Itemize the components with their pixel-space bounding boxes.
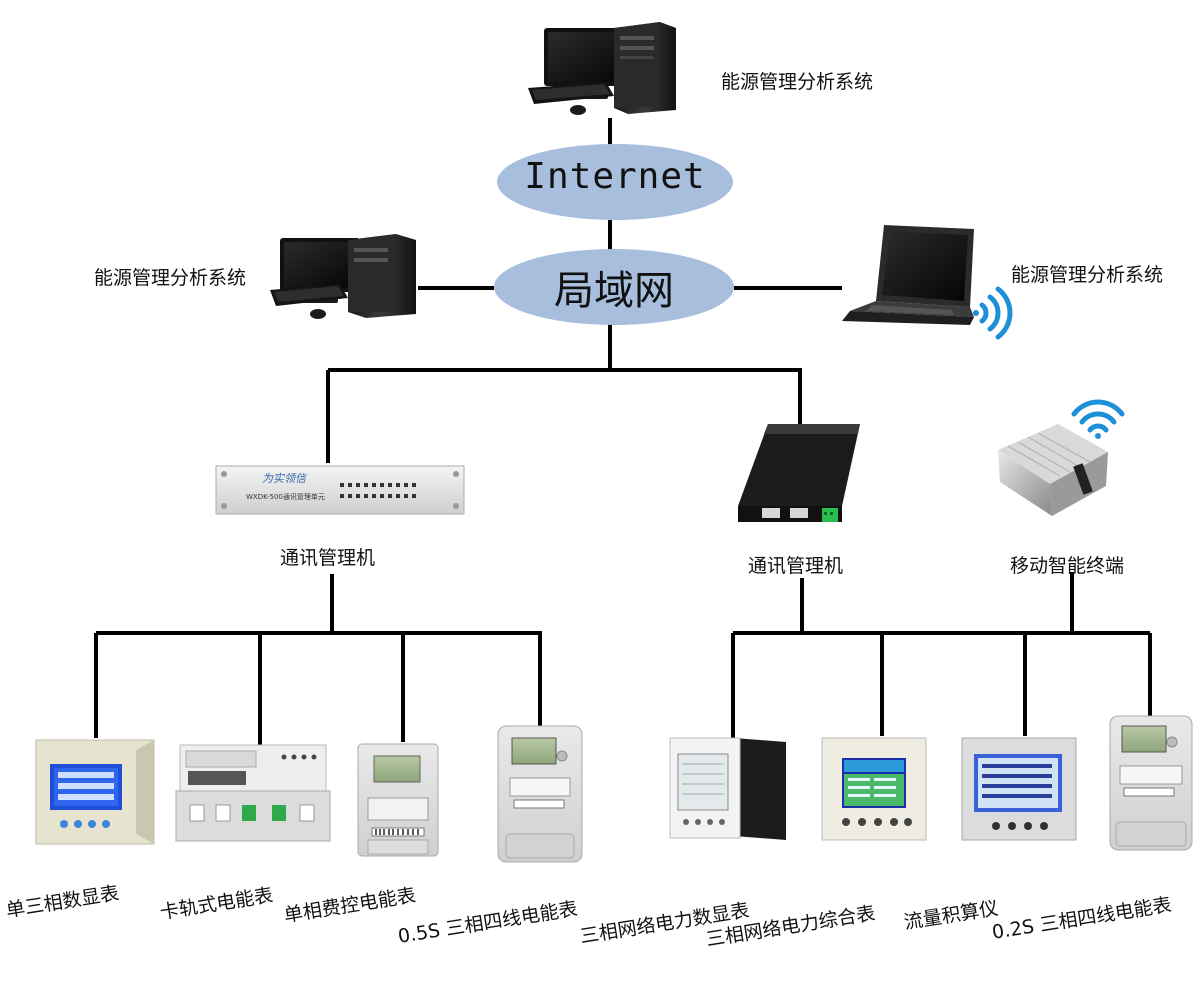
meter-icon xyxy=(35,739,155,845)
gateway-brand-plate: 为实领信 xyxy=(262,472,306,485)
gateway-label-middle: 通讯管理机 xyxy=(748,555,844,577)
meter-icon xyxy=(821,737,927,841)
internet-label: Internet xyxy=(524,156,706,197)
internet-ellipse xyxy=(497,144,733,220)
desktop-computer-icon xyxy=(528,22,676,115)
rack-gateway-icon xyxy=(215,465,465,515)
meter-icon xyxy=(175,744,331,842)
wifi-icon xyxy=(1071,399,1125,439)
meter-icon xyxy=(497,725,583,863)
meter-icon xyxy=(357,743,439,857)
meter-icon xyxy=(961,737,1077,841)
gateway-model-plate: WXDK-500通讯管理单元 xyxy=(246,493,325,501)
lan-ellipse xyxy=(494,249,734,325)
desktop-computer-icon xyxy=(270,234,416,319)
meter-icon xyxy=(669,737,786,840)
system-label-top: 能源管理分析系统 xyxy=(721,71,874,93)
laptop-icon xyxy=(842,225,974,325)
gateway-label-right: 移动智能终端 xyxy=(1010,555,1125,577)
gateway-label-left: 通讯管理机 xyxy=(280,547,376,569)
mobile-terminal-icon xyxy=(998,424,1108,516)
connection-lines xyxy=(94,118,1152,746)
lan-label: 局域网 xyxy=(554,268,674,314)
system-label-right: 能源管理分析系统 xyxy=(1011,264,1164,286)
wifi-icon xyxy=(973,286,1013,340)
meter-icon xyxy=(1109,715,1193,851)
black-gateway-icon xyxy=(738,424,860,522)
system-label-left: 能源管理分析系统 xyxy=(94,267,247,289)
